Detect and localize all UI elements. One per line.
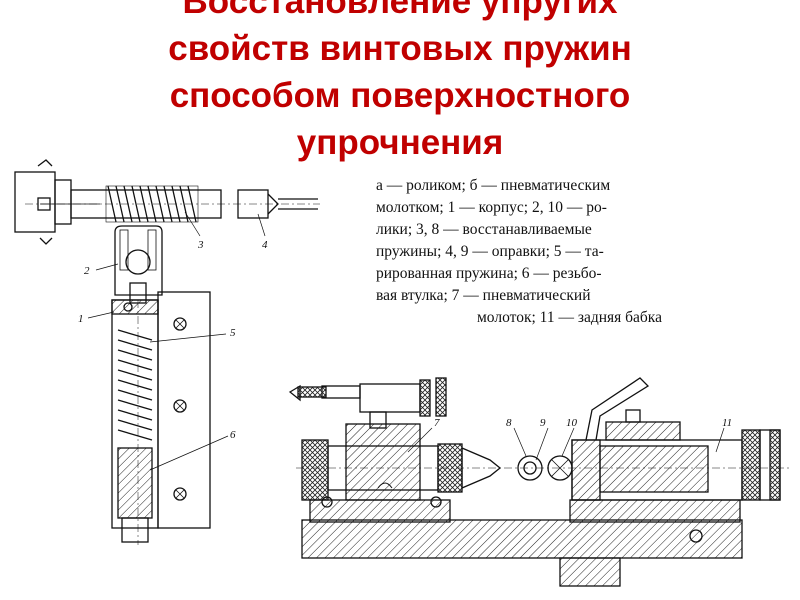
lever [585,377,650,441]
headstock [345,423,421,501]
diagram-b-labels: 7 8 9 10 11 [434,417,732,429]
chuck-flange [54,179,72,225]
plate-bolt-2 [173,399,187,413]
caption-line: рированная пружина; 6 — резьбо- [376,265,602,282]
label-1: 1 [78,313,84,325]
left-carriage [309,499,451,523]
title-line: Восстановление упругих [182,0,618,21]
figure-caption: а — роликом; б — пневматическим молотком… [376,175,696,329]
chuck-body [14,171,56,233]
label-9: 9 [540,417,546,429]
caption-line: а — роликом; б — пневматическим [376,177,611,194]
roller-2 [114,225,163,296]
diagram-hammer [288,377,790,587]
label-8: 8 [506,417,512,429]
slide-title: Восстановление упругих свойств винтовых … [0,0,800,166]
label-7: 7 [434,417,440,429]
handwheel [741,429,761,501]
caption-line: молотком; 1 — корпус; 2, 10 — ро- [376,199,607,216]
plate-bolt-1 [173,317,187,331]
chuck-jaws [37,159,53,245]
label-10: 10 [566,417,578,429]
title-line: способом поверхностного [169,76,631,115]
label-3: 3 [197,239,204,251]
title-line: упрочнения [296,123,504,162]
label-5: 5 [230,327,236,339]
label-11: 11 [722,417,732,429]
caption-line: пружины; 4, 9 — оправки; 5 — та- [376,243,604,260]
title-line: свойств винтовых пружин [168,29,632,68]
caption-line: лики; 3, 8 — восстанавливаемые [376,221,592,238]
label-4: 4 [262,239,268,251]
hammer-housing [359,383,421,413]
side-plate [157,291,211,529]
diagram-a-labels: 3 4 2 1 5 6 [78,239,268,441]
caption-line: молоток; 11 — задняя бабка [477,309,662,326]
plate-bolt-3 [173,487,187,501]
hammer-tip [461,447,502,489]
spring-3 [105,185,199,223]
adjust-knob [435,377,447,417]
caption-line: вая втулка; 7 — пневматический [376,287,591,304]
label-2: 2 [84,265,90,277]
threaded-bush-6 [117,447,153,519]
label-6: 6 [230,429,236,441]
diagram-roller [14,159,320,545]
bed [301,519,743,559]
spring-5 [117,329,153,441]
hammer-7-end [301,439,329,501]
